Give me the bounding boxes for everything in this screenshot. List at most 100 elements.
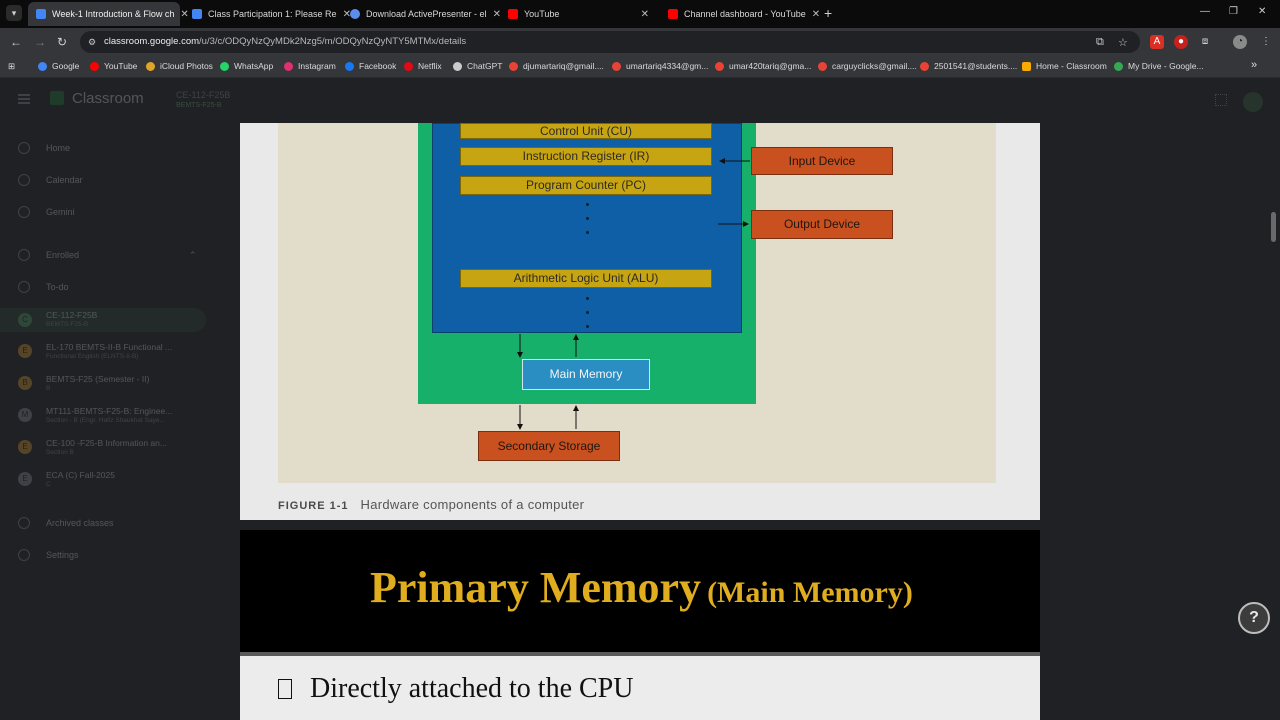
bookmark-gmail-2[interactable]: umartariq4334@gm... (612, 61, 708, 71)
tab-title: Download ActivePresenter - el (366, 9, 487, 19)
restore-icon[interactable]: ❐ (1229, 6, 1238, 17)
activepresenter-favicon-icon (350, 9, 360, 19)
classroom-favicon-icon (192, 9, 202, 19)
nav-home[interactable]: Home (18, 142, 70, 154)
ellipsis-dot (586, 203, 589, 206)
nav-archived[interactable]: Archived classes (18, 517, 114, 529)
diagram-arrows (517, 158, 750, 430)
youtube-favicon-icon (668, 9, 678, 19)
nav-label: Enrolled (46, 250, 80, 260)
bookmark-youtube[interactable]: YouTube (90, 61, 137, 71)
course-name: ECA (C) Fall-2025 (46, 470, 115, 480)
enrolled-icon (18, 249, 30, 261)
new-tab-icon[interactable]: + (824, 5, 833, 21)
account-avatar[interactable] (1243, 92, 1263, 112)
tab-youtube[interactable]: YouTube ✕ (500, 2, 657, 26)
bullet-box-icon (278, 679, 292, 699)
nav-label: To-do (46, 282, 69, 292)
close-tab-icon[interactable]: ✕ (811, 8, 821, 20)
ellipsis-dot (586, 325, 589, 328)
extensions-puzzle-icon[interactable]: ⧈ (1201, 36, 1209, 47)
course-avatar: E (18, 440, 32, 454)
nav-todo[interactable]: To-do (18, 281, 69, 293)
classroom-brand[interactable]: Classroom (72, 90, 144, 107)
minimize-icon[interactable]: — (1200, 6, 1210, 17)
site-info-icon[interactable]: ⚙ (88, 37, 97, 47)
close-tab-icon[interactable]: ✕ (640, 8, 649, 20)
close-tab-icon[interactable]: ✕ (180, 8, 189, 20)
tab-title: Channel dashboard - YouTube (684, 9, 806, 19)
forward-icon[interactable]: → (34, 35, 46, 49)
close-window-icon[interactable]: ✕ (1258, 6, 1267, 17)
course-avatar: M (18, 408, 32, 422)
bookmarks-bar: ⊞ Google YouTube iCloud Photos WhatsApp … (0, 56, 1280, 78)
course-section: Section - B (Engr. Hafiz Shaukhat Saye..… (46, 417, 165, 424)
output-device-block: Output Device (751, 210, 893, 239)
tab-channel-dashboard[interactable]: Channel dashboard - YouTube ✕ (660, 2, 821, 26)
tab-search-icon[interactable]: ▾ (6, 5, 22, 21)
nav-gemini[interactable]: Gemini (18, 206, 75, 218)
main-menu-icon[interactable] (18, 94, 30, 104)
bookmark-gmail-4[interactable]: carguyclicks@gmail.... (818, 61, 917, 71)
address-bar[interactable]: ⚙ classroom.google.com/u/3/c/ODQyNzQyMDk… (80, 31, 1140, 53)
nav-label: Settings (46, 550, 79, 560)
google-apps-icon[interactable] (1215, 94, 1227, 106)
bookmark-chatgpt[interactable]: ChatGPT (453, 61, 502, 71)
figure-label: FIGURE 1-1 (278, 500, 349, 512)
alu-block: Arithmetic Logic Unit (ALU) (460, 269, 712, 288)
reload-icon[interactable]: ↻ (57, 35, 68, 49)
nav-enrolled[interactable]: Enrolled ⌃ (18, 249, 197, 261)
tab-week1[interactable]: Week-1 Introduction & Flow ch ✕ (28, 2, 189, 26)
close-tab-icon[interactable]: ✕ (342, 8, 351, 20)
header-course-sub: BEMTS-F25-B (176, 102, 222, 109)
url-text[interactable]: classroom.google.com/u/3/c/ODQyNzQyMDk2N… (104, 36, 466, 47)
profile-avatar[interactable]: ◔ (1233, 35, 1247, 49)
back-icon[interactable]: ← (10, 35, 22, 49)
install-app-icon[interactable]: ⧉ (1096, 36, 1104, 48)
slide-primary-memory-title: Primary Memory(Main Memory) (240, 530, 1040, 656)
bookmark-home-classroom[interactable]: Home - Classroom (1022, 61, 1107, 71)
bookmark-gmail-1[interactable]: djumartariq@gmail.... (509, 61, 604, 71)
apps-grid-icon[interactable]: ⊞ (8, 61, 16, 71)
nav-calendar[interactable]: Calendar (18, 174, 83, 186)
facebook-icon (345, 61, 354, 71)
whatsapp-icon (220, 61, 229, 71)
bookmark-gmail-3[interactable]: umar420tariq@gma... (715, 61, 811, 71)
bookmark-star-icon[interactable]: ☆ (1118, 37, 1128, 49)
page-scrollbar-thumb[interactable] (1271, 212, 1276, 242)
bookmark-my-drive[interactable]: My Drive - Google... (1114, 61, 1204, 71)
slide-hardware-diagram: Control Unit (CU) Instruction Register (… (240, 123, 1040, 520)
bookmark-instagram[interactable]: Instagram (284, 61, 336, 71)
acrobat-extension-icon[interactable]: A (1150, 35, 1164, 49)
figure-background: Control Unit (CU) Instruction Register (… (278, 123, 996, 483)
bookmark-label: Instagram (298, 61, 336, 71)
bookmark-label: Home - Classroom (1036, 61, 1107, 71)
bookmark-icloud[interactable]: iCloud Photos (146, 61, 213, 71)
tab-class-participation[interactable]: Class Participation 1: Please Re ✕ (184, 2, 351, 26)
gmail-icon (920, 61, 929, 71)
extension-red-icon[interactable]: ● (1174, 35, 1188, 49)
browser-toolbar: ← → ↻ ⚙ classroom.google.com/u/3/c/ODQyN… (0, 28, 1280, 56)
classroom-logo (50, 91, 64, 105)
bookmark-facebook[interactable]: Facebook (345, 61, 396, 71)
bookmark-google[interactable]: Google (38, 61, 79, 71)
course-name: BEMTS-F25 (Semester - II) (46, 374, 150, 384)
more-bookmarks-icon[interactable]: » (1251, 59, 1258, 71)
ellipsis-dot (586, 297, 589, 300)
bookmark-gmail-5[interactable]: 2501541@students.... (920, 61, 1017, 71)
bookmark-netflix[interactable]: Netflix (404, 61, 442, 71)
nav-label: Calendar (46, 175, 83, 185)
icloud-photos-icon (146, 61, 155, 71)
help-icon[interactable]: ? (1238, 602, 1270, 634)
chevron-up-icon[interactable]: ⌃ (189, 249, 197, 260)
bookmark-whatsapp[interactable]: WhatsApp (220, 61, 273, 71)
tab-activepresenter[interactable]: Download ActivePresenter - el ✕ (342, 2, 501, 26)
netflix-icon (404, 61, 413, 71)
close-tab-icon[interactable]: ✕ (492, 8, 501, 20)
course-item[interactable]: C CE-112-F25B BEMTS-F25-B (0, 308, 206, 332)
header-course-code[interactable]: CE-112-F25B (176, 90, 231, 100)
nav-settings[interactable]: Settings (18, 549, 79, 561)
menu-kebab-icon[interactable]: ⋮ (1261, 36, 1271, 47)
